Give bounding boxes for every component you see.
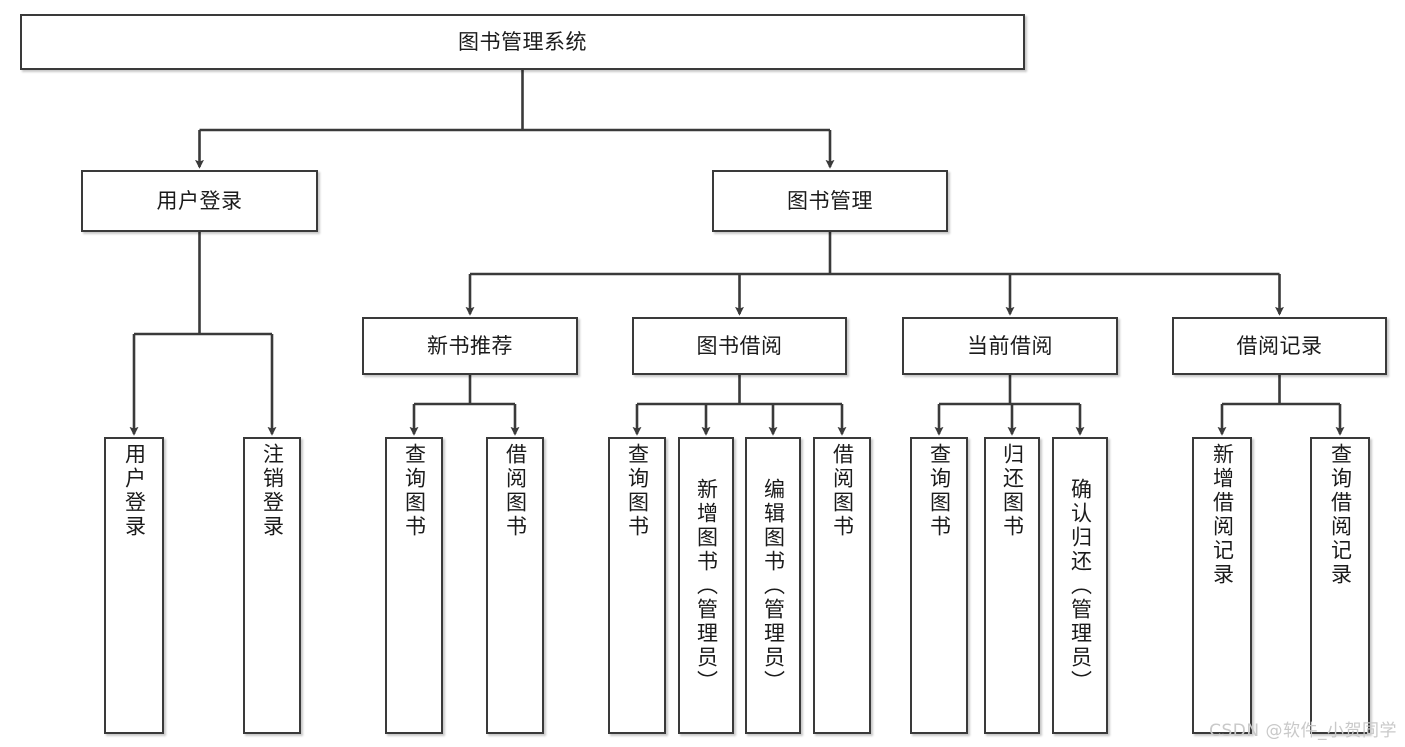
node-leaf_query_record[interactable]: 查询借阅记录 xyxy=(1310,437,1370,734)
node-label-root: 图书管理系统 xyxy=(458,29,587,54)
node-label-book_borrow: 图书借阅 xyxy=(696,333,783,358)
node-label-leaf_edit_book: 编辑图书（管理员） xyxy=(761,477,786,694)
node-leaf_query_book_2[interactable]: 查询图书 xyxy=(608,437,666,734)
node-label-leaf_query_record: 查询借阅记录 xyxy=(1328,443,1353,587)
node-label-leaf_query_book_3: 查询图书 xyxy=(927,443,952,539)
node-leaf_return_book[interactable]: 归还图书 xyxy=(984,437,1040,734)
node-label-leaf_borrow_book_2: 借阅图书 xyxy=(830,443,855,539)
node-label-new_book_rec: 新书推荐 xyxy=(427,333,513,358)
node-root[interactable]: 图书管理系统 xyxy=(20,14,1025,70)
node-leaf_borrow_book_1[interactable]: 借阅图书 xyxy=(486,437,544,734)
node-leaf_confirm_return[interactable]: 确认归还（管理员） xyxy=(1052,437,1108,734)
node-leaf_query_book_3[interactable]: 查询图书 xyxy=(910,437,968,734)
node-leaf_user_login[interactable]: 用户登录 xyxy=(104,437,164,734)
node-user_login[interactable]: 用户登录 xyxy=(81,170,318,232)
node-borrow_record[interactable]: 借阅记录 xyxy=(1172,317,1387,375)
node-label-leaf_add_book: 新增图书（管理员） xyxy=(694,477,719,694)
node-label-leaf_add_record: 新增借阅记录 xyxy=(1210,443,1235,587)
node-new_book_rec[interactable]: 新书推荐 xyxy=(362,317,578,375)
node-label-leaf_query_book_1: 查询图书 xyxy=(402,443,427,539)
node-label-leaf_user_login: 用户登录 xyxy=(122,443,147,539)
node-label-leaf_confirm_return: 确认归还（管理员） xyxy=(1068,477,1093,694)
node-book_borrow[interactable]: 图书借阅 xyxy=(632,317,847,375)
node-leaf_borrow_book_2[interactable]: 借阅图书 xyxy=(813,437,871,734)
node-leaf_edit_book[interactable]: 编辑图书（管理员） xyxy=(745,437,801,734)
watermark-label: CSDN @软件_小贺同学 xyxy=(1209,721,1397,741)
node-current_borrow[interactable]: 当前借阅 xyxy=(902,317,1118,375)
node-leaf_query_book_1[interactable]: 查询图书 xyxy=(385,437,443,734)
node-label-leaf_query_book_2: 查询图书 xyxy=(625,443,650,539)
node-label-user_login: 用户登录 xyxy=(156,188,243,213)
node-leaf_add_book[interactable]: 新增图书（管理员） xyxy=(678,437,734,734)
node-book_manage[interactable]: 图书管理 xyxy=(712,170,948,232)
node-label-borrow_record: 借阅记录 xyxy=(1236,333,1323,358)
node-label-current_borrow: 当前借阅 xyxy=(967,333,1053,358)
node-leaf_logout[interactable]: 注销登录 xyxy=(243,437,301,734)
node-label-leaf_logout: 注销登录 xyxy=(260,443,285,539)
node-label-leaf_return_book: 归还图书 xyxy=(1000,443,1025,539)
node-label-leaf_borrow_book_1: 借阅图书 xyxy=(503,443,528,539)
node-label-book_manage: 图书管理 xyxy=(787,188,873,213)
node-leaf_add_record[interactable]: 新增借阅记录 xyxy=(1192,437,1252,734)
